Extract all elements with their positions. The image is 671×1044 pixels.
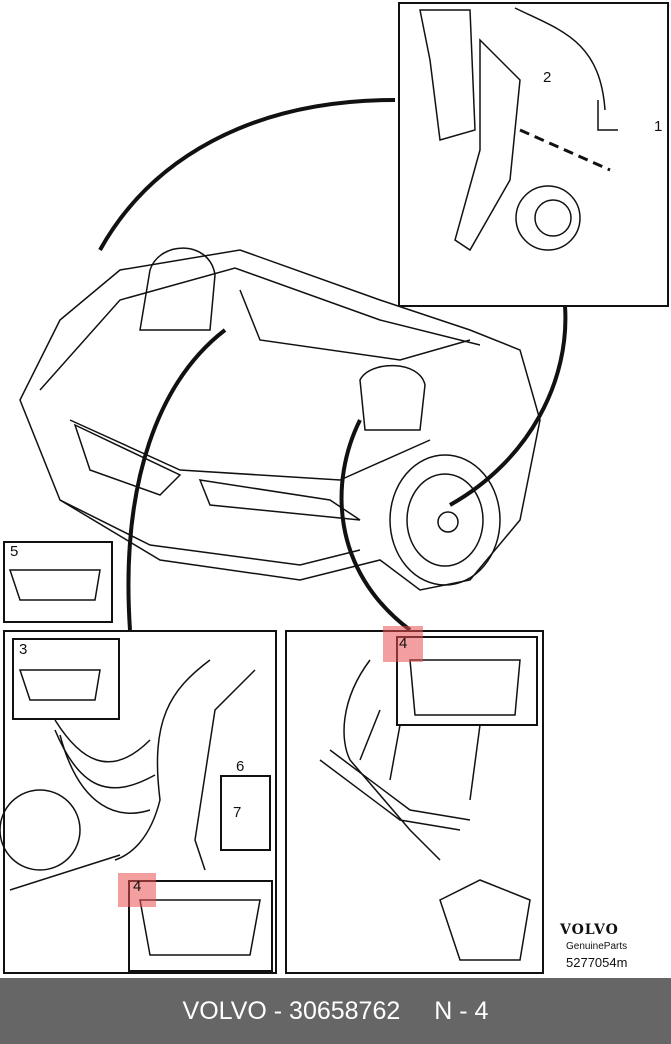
highlight-4-left	[118, 873, 156, 907]
callout-2: 2	[543, 69, 552, 86]
callout-7: 7	[233, 804, 242, 821]
position-label: N - 4	[434, 996, 489, 1025]
bracket-inset-4-left	[128, 880, 273, 972]
tie-inset-7	[220, 775, 271, 851]
callout-4-left: 4	[133, 878, 142, 895]
part-number: VOLVO - 30658762	[182, 996, 401, 1025]
bracket-inset-4-right	[396, 636, 538, 726]
footer-bar: VOLVO - 30658762 N - 4	[0, 978, 671, 1044]
volvo-logo: VOLVO	[560, 922, 619, 938]
callout-1: 1	[654, 118, 663, 135]
highlight-4-right	[383, 626, 423, 662]
genuine-parts-label: GenuineParts	[566, 941, 628, 952]
callout-6: 6	[236, 758, 245, 775]
callout-4-right: 4	[399, 635, 408, 652]
callout-3: 3	[19, 641, 28, 658]
wheel-sensor-inset	[398, 2, 669, 307]
callout-5: 5	[10, 543, 19, 560]
left-harness-inset	[3, 630, 277, 974]
diagram-code: 5277054m	[566, 955, 628, 970]
clip-inset-3	[12, 638, 120, 720]
clip-inset-5	[3, 541, 113, 623]
